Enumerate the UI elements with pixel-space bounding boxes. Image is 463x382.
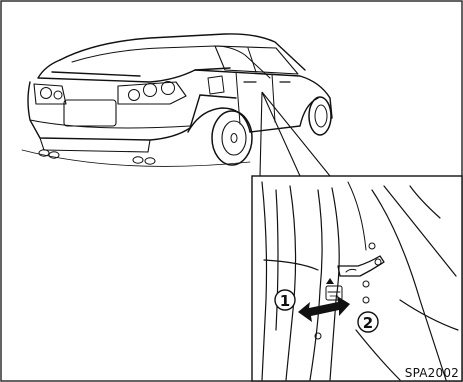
- door-lock-detail-inset: 1 2: [252, 176, 462, 381]
- figure-reference-code: SPA2002: [405, 366, 459, 380]
- callout-1: 1: [275, 290, 295, 310]
- svg-text:1: 1: [280, 292, 290, 310]
- callout-2: 2: [358, 312, 378, 332]
- svg-text:2: 2: [363, 314, 373, 332]
